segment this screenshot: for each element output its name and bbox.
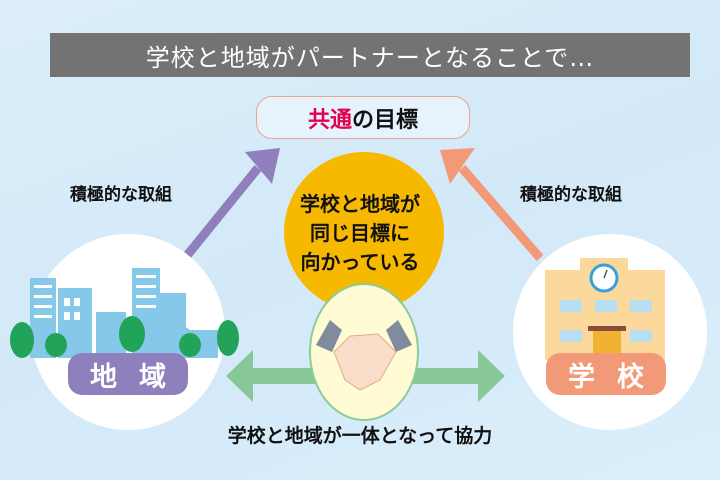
community-label: 地域 — [68, 353, 188, 395]
school-building-icon — [545, 258, 665, 360]
goal-text: の目標 — [352, 107, 419, 133]
goal-highlight: 共通 — [307, 107, 352, 133]
page-title: 学校と地域がパートナーとなることで… — [50, 33, 690, 77]
common-goal-box: 共通の目標 — [256, 96, 470, 139]
school-label: 学校 — [546, 353, 666, 395]
goal-circle — [284, 152, 444, 312]
purple-arrow — [181, 148, 280, 261]
cooperation-text: 学校と地域が一体となって協力 — [227, 425, 493, 447]
center-line-1: 学校と地域が — [300, 192, 420, 216]
left-action-label: 積極的な取組 — [70, 185, 172, 205]
center-message: 学校と地域が 同じ目標に 向かっている — [285, 190, 435, 277]
handshake-icon — [316, 320, 412, 391]
center-line-3: 向かっている — [300, 250, 420, 274]
trees-icon — [10, 316, 239, 358]
center-line-2: 同じ目標に — [310, 221, 410, 245]
right-action-label: 積極的な取組 — [520, 185, 622, 205]
salmon-arrow — [440, 148, 544, 261]
